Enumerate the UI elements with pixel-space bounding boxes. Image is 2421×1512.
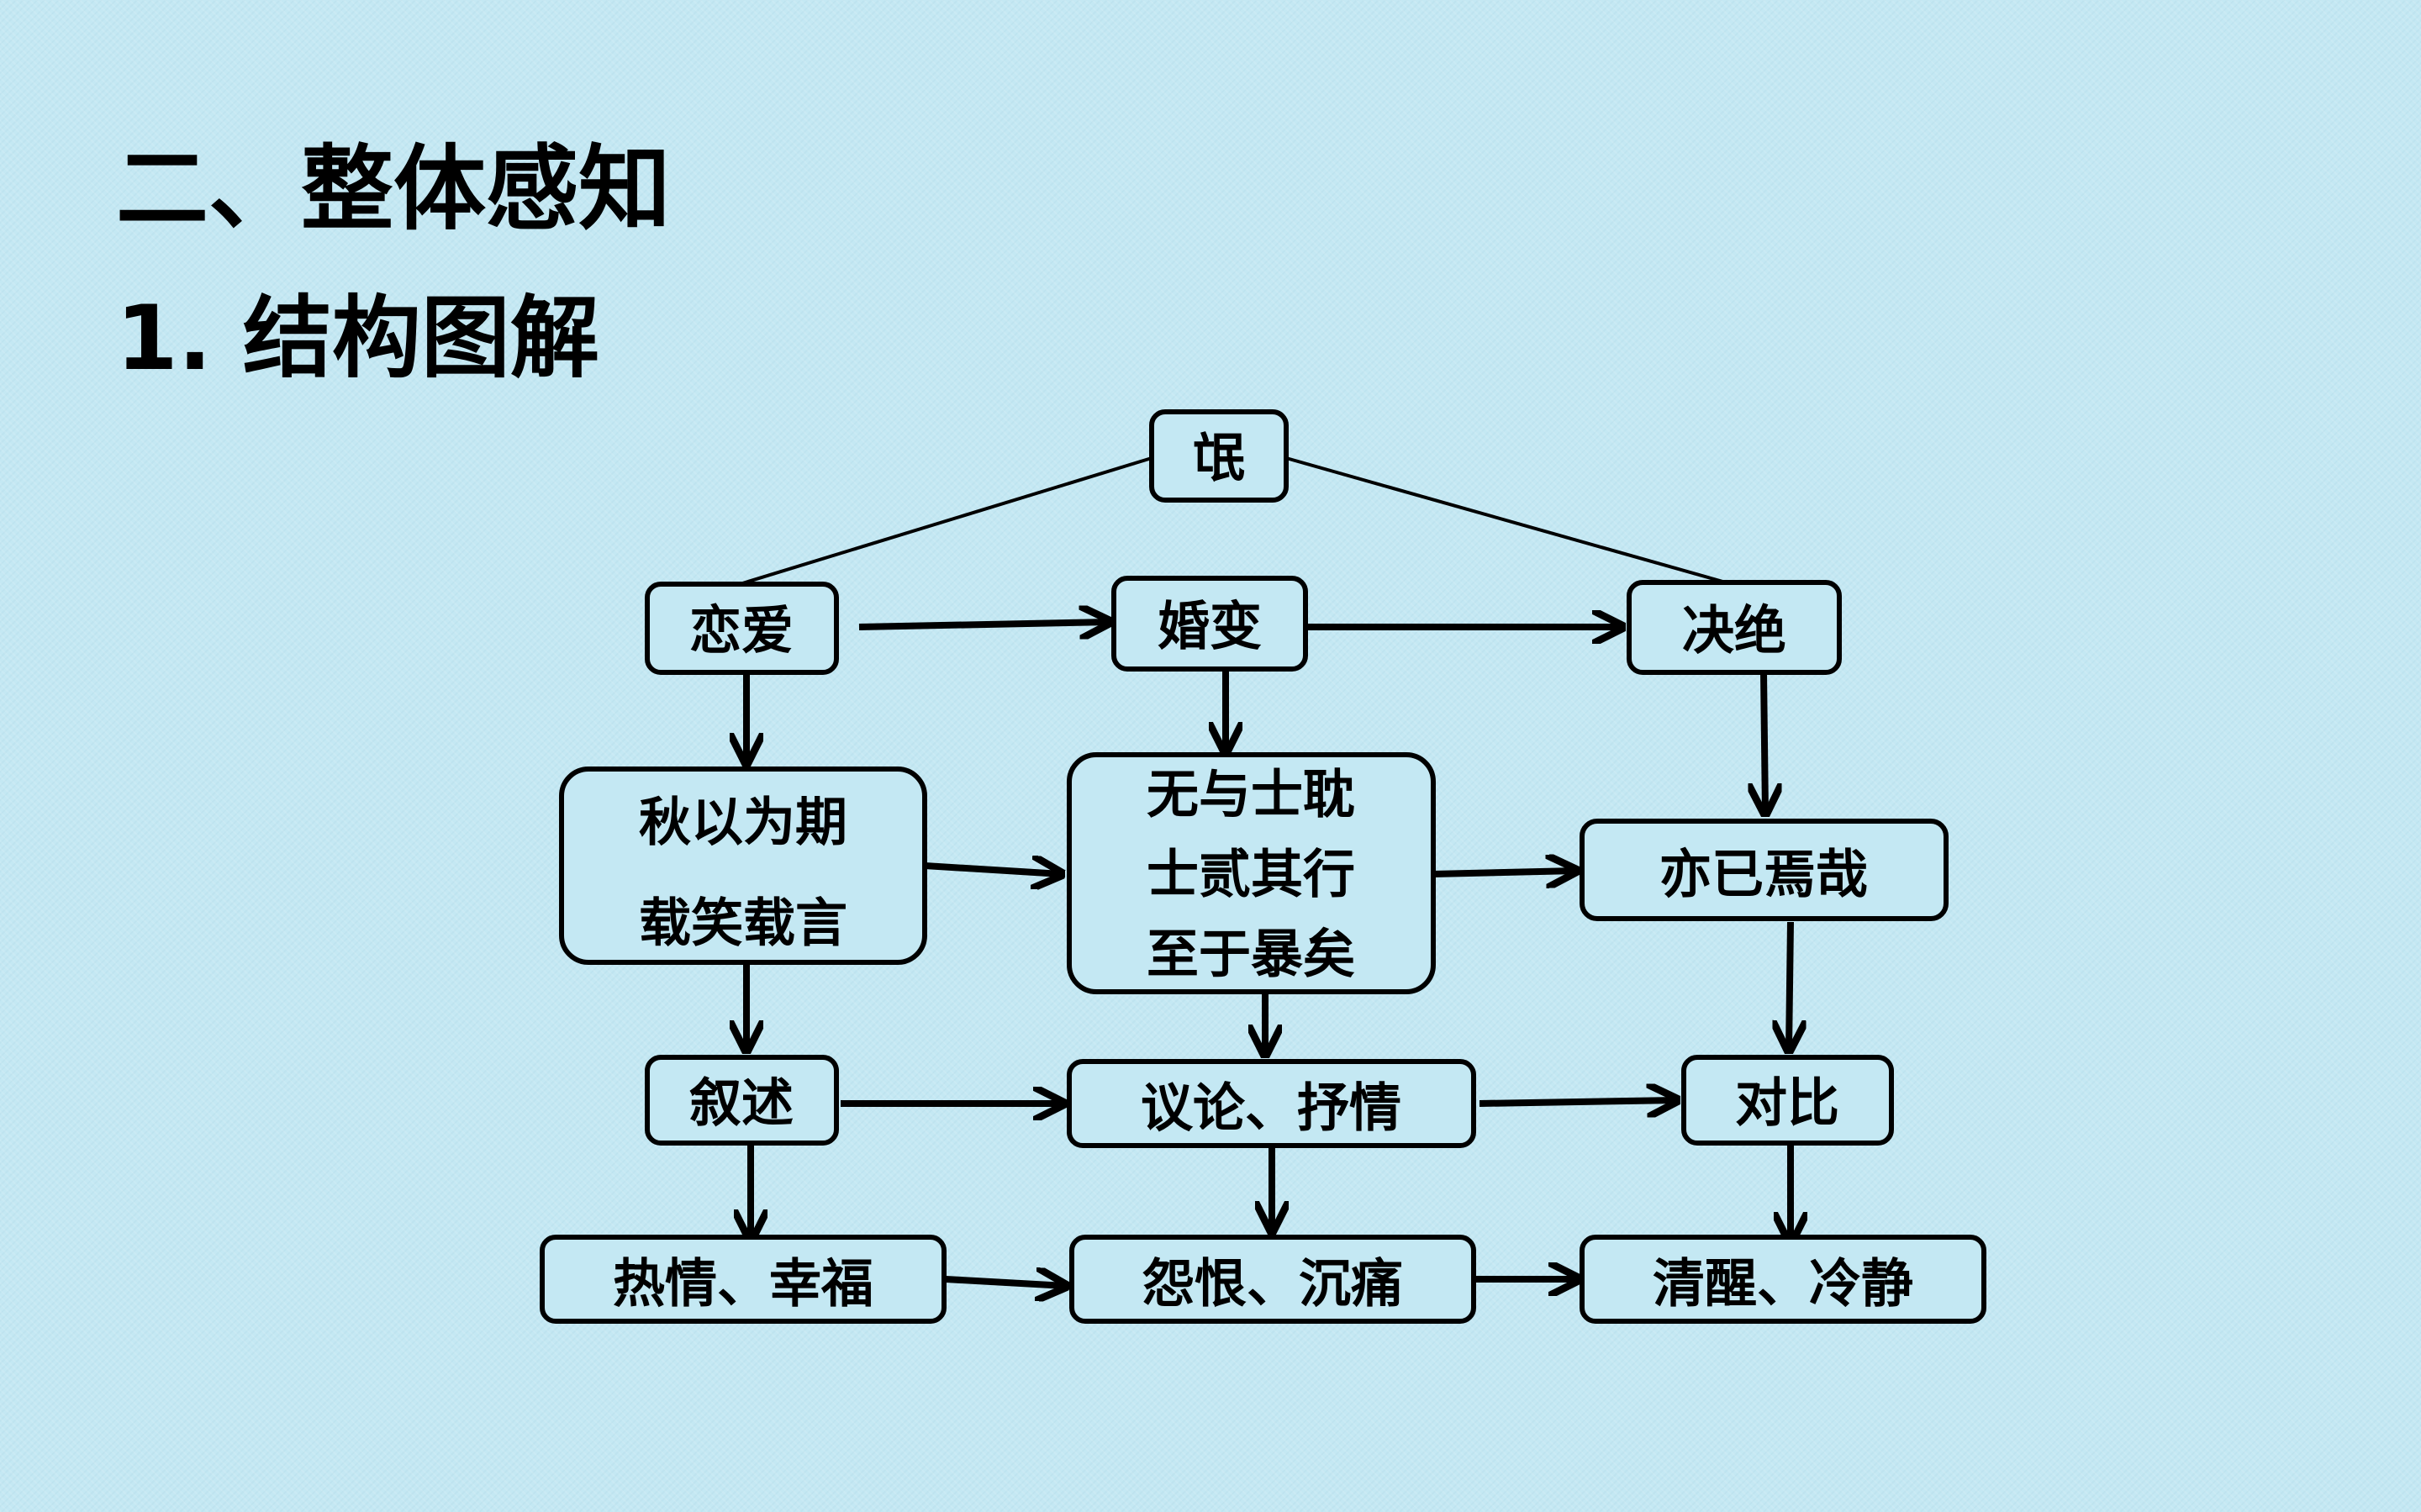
node-marriage-change: 婚变: [1111, 576, 1308, 672]
node-warm: 热情、幸福: [540, 1235, 947, 1324]
node-contrast: 对比: [1681, 1055, 1894, 1146]
node-contrast-label: 对比: [1735, 1072, 1839, 1134]
node-marriage-change-label: 婚变: [1158, 596, 1262, 657]
arrow-break-to-end: [1764, 672, 1765, 814]
section-title: 二、整体感知: [116, 135, 671, 243]
node-narrate: 叙述: [645, 1055, 839, 1146]
node-resent-label: 怨恨、沉痛: [1142, 1253, 1403, 1314]
line-root-love: [739, 456, 1152, 586]
node-calm-label: 清醒、冷静: [1653, 1253, 1913, 1314]
node-promise-line-1: 秋以为期: [639, 792, 847, 853]
node-end-label: 亦已焉哉: [1659, 844, 1868, 905]
node-betrayal: 无与士耽 士贰其行 至于暴矣: [1067, 752, 1436, 994]
arrow-love-to-marriage-change: [858, 622, 1110, 627]
sub-title: 1. 结构图解: [116, 287, 599, 390]
node-love: 恋爱: [645, 582, 839, 675]
node-break-label: 决绝: [1682, 600, 1786, 661]
node-calm: 清醒、冷静: [1580, 1235, 1986, 1324]
node-break: 决绝: [1627, 580, 1842, 675]
node-love-label: 恋爱: [689, 600, 794, 661]
node-warm-label: 热情、幸福: [613, 1253, 873, 1314]
node-root: 氓: [1149, 409, 1289, 503]
node-narrate-label: 叙述: [689, 1072, 794, 1134]
arrow-warm-to-resent: [945, 1279, 1066, 1286]
arrow-promise-to-betrayal: [924, 866, 1062, 874]
node-resent: 怨恨、沉痛: [1069, 1235, 1476, 1324]
node-promise-line-2: 载笑载言: [639, 893, 847, 954]
arrow-end-to-contrast: [1789, 921, 1791, 1051]
node-betrayal-line-3: 至于暴矣: [1147, 924, 1355, 985]
node-promise: 秋以为期 载笑载言: [559, 767, 927, 965]
line-root-break: [1285, 456, 1733, 586]
node-betrayal-line-2: 士贰其行: [1147, 844, 1355, 905]
arrow-betrayal-to-end: [1432, 871, 1576, 874]
node-discuss-label: 议论、抒情: [1141, 1077, 1401, 1139]
node-discuss: 议论、抒情: [1067, 1059, 1476, 1148]
node-betrayal-line-1: 无与士耽: [1147, 764, 1355, 825]
arrow-discuss-to-contrast: [1479, 1100, 1677, 1104]
node-root-label: 氓: [1193, 428, 1245, 489]
node-end: 亦已焉哉: [1580, 819, 1949, 921]
